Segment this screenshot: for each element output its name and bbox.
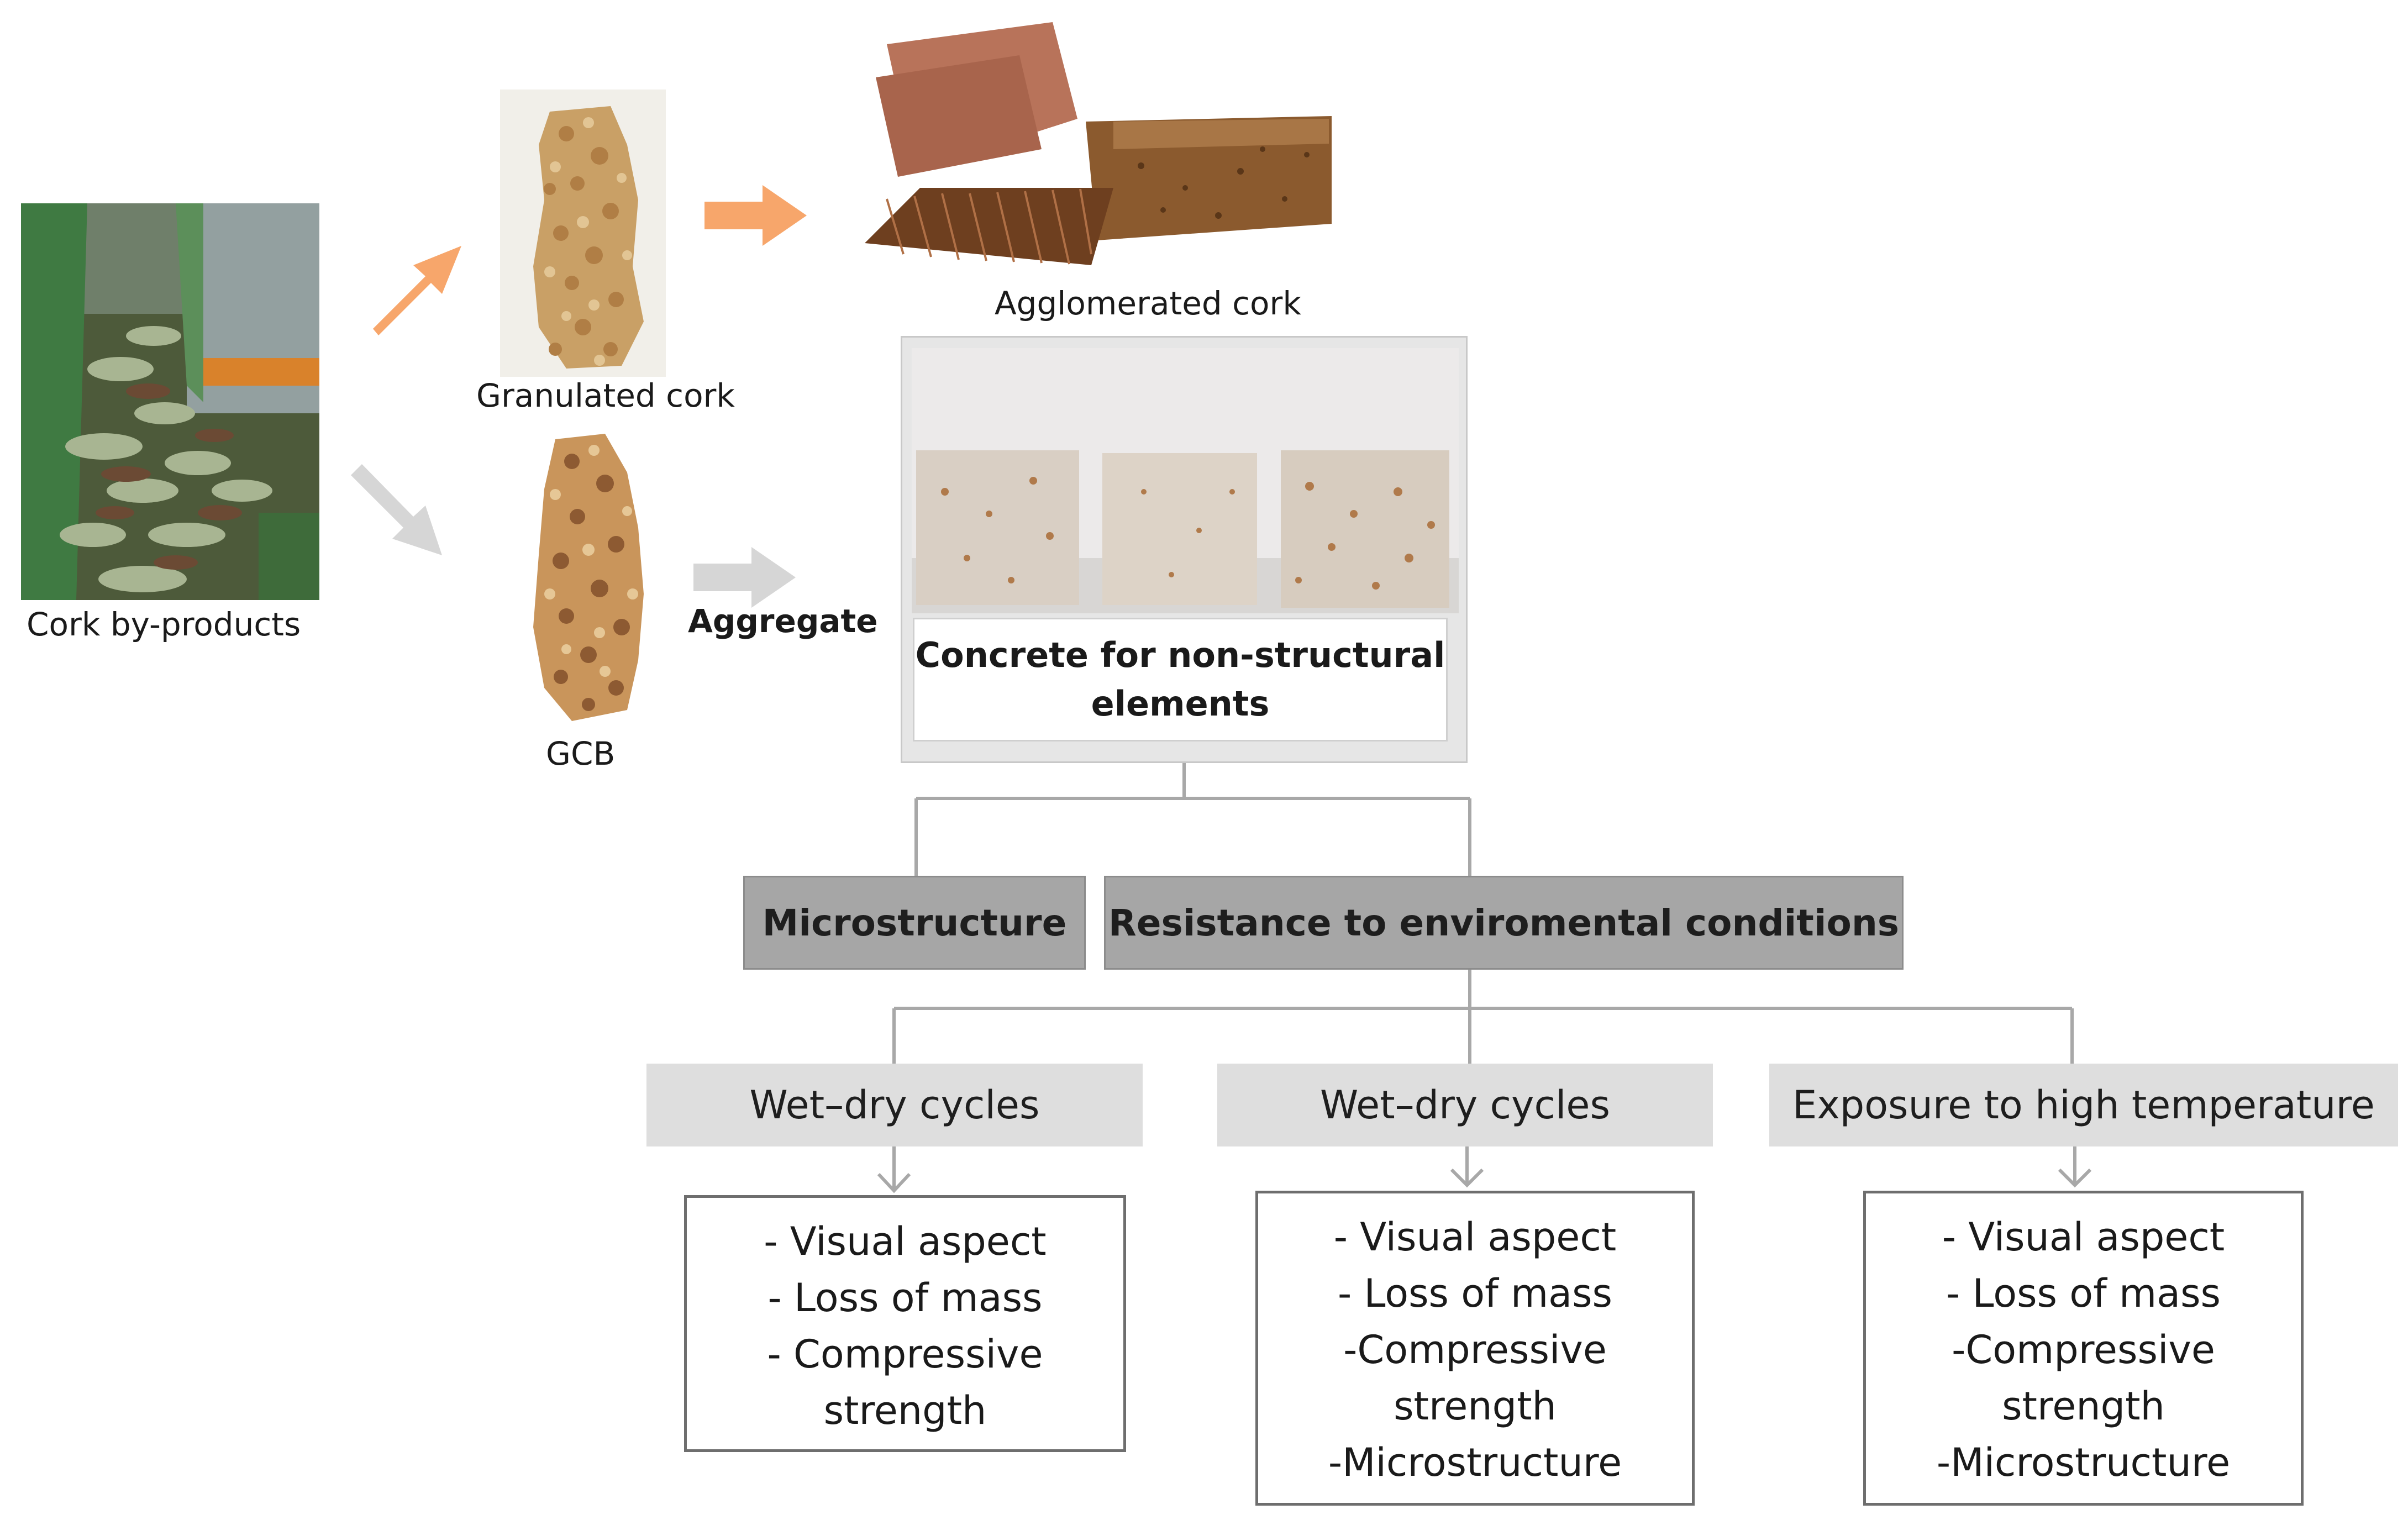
list-item: -Microstructure — [1328, 1440, 1622, 1485]
test-results-3: - Visual aspect - Loss of mass -Compress… — [1863, 1191, 2304, 1506]
agglomerated-cork-photo — [865, 22, 1332, 265]
list-item: -Compressive — [1343, 1327, 1607, 1372]
test-title-1: Wet–dry cycles — [646, 1064, 1143, 1146]
list-item: strength — [1394, 1384, 1557, 1429]
microstructure-box: Microstructure — [743, 876, 1086, 970]
arrow-aggregate-icon — [693, 547, 796, 608]
list-item: -Microstructure — [1936, 1440, 2231, 1485]
test-title-3: Exposure to high temperature — [1769, 1064, 2398, 1146]
concrete-caption-line2: elements — [1091, 683, 1270, 724]
list-item: - Visual aspect — [764, 1219, 1047, 1264]
concrete-caption-line1: Concrete for non-structural — [915, 635, 1445, 675]
list-item: strength — [823, 1388, 987, 1433]
arrow-to-granulated-icon — [373, 246, 461, 335]
list-item: strength — [2002, 1384, 2165, 1429]
arrow-to-gcb-icon — [351, 464, 442, 555]
resistance-box: Resistance to enviromental conditions — [1104, 876, 1904, 970]
cork-byproducts-photo — [21, 203, 319, 600]
concrete-caption: Concrete for non-structural elements — [913, 618, 1448, 741]
gcb-label: GCB — [546, 735, 616, 772]
list-item: - Loss of mass — [767, 1275, 1043, 1321]
cork-byproducts-label: Cork by-products — [27, 606, 301, 643]
concrete-cubes-photo — [912, 348, 1459, 613]
list-item: - Loss of mass — [1337, 1271, 1613, 1316]
list-item: - Visual aspect — [1333, 1214, 1617, 1260]
list-item: -Compressive — [1952, 1327, 2215, 1372]
gcb-photo — [533, 434, 644, 721]
list-item: - Visual aspect — [1942, 1214, 2225, 1260]
arrow-to-agglomerated-icon — [704, 185, 807, 246]
granulated-cork-photo — [500, 90, 666, 377]
list-item: - Compressive — [767, 1332, 1043, 1377]
granulated-cork-label: Granulated cork — [476, 377, 735, 414]
test-results-2: - Visual aspect - Loss of mass -Compress… — [1255, 1191, 1695, 1506]
agglomerated-cork-label: Agglomerated cork — [995, 285, 1301, 322]
test-title-2: Wet–dry cycles — [1217, 1064, 1713, 1146]
list-item: - Loss of mass — [1946, 1271, 2221, 1316]
aggregate-label: Aggregate — [688, 602, 878, 640]
test-results-1: - Visual aspect - Loss of mass - Compres… — [684, 1195, 1126, 1452]
